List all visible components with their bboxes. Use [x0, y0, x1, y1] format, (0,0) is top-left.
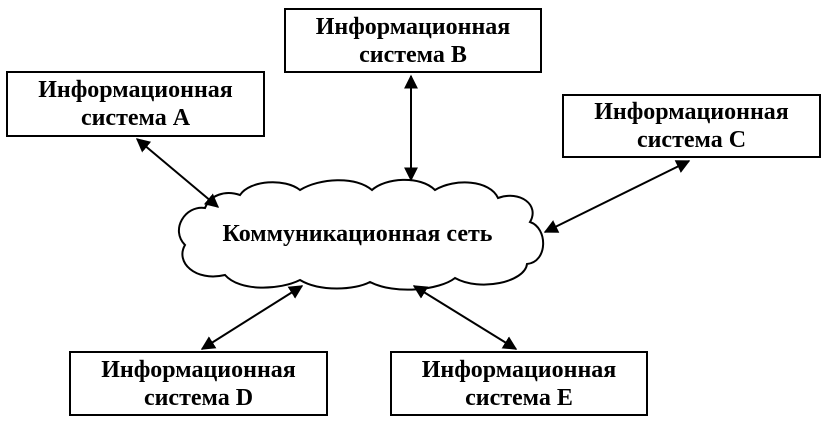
system-d-line2: система D — [143, 384, 254, 411]
connector-d — [200, 285, 304, 350]
connector-e — [412, 285, 518, 350]
system-b-box: Информационная система В — [284, 8, 542, 73]
system-a-line2: система А — [80, 105, 191, 131]
system-e-line1: Информационная — [421, 356, 617, 383]
system-e-box: Информационная система Е — [390, 351, 648, 416]
system-a-box: Информационная система А — [6, 71, 265, 137]
connector-a — [135, 138, 220, 208]
system-c-line2: система С — [636, 127, 747, 153]
connector-c — [543, 160, 691, 233]
system-b-line2: система В — [359, 41, 467, 68]
system-d-line1: Информационная — [101, 356, 296, 383]
system-c-box: Информационная система С — [562, 94, 821, 158]
system-e-line2: система Е — [465, 384, 573, 411]
system-c-line1: Информационная — [594, 99, 789, 125]
network-label: Коммуникационная сеть — [222, 220, 493, 247]
system-b-line1: Информационная — [315, 13, 511, 40]
system-d-box: Информационная система D — [69, 351, 328, 416]
network-cloud — [178, 178, 545, 291]
system-a-line1: Информационная — [38, 77, 233, 103]
